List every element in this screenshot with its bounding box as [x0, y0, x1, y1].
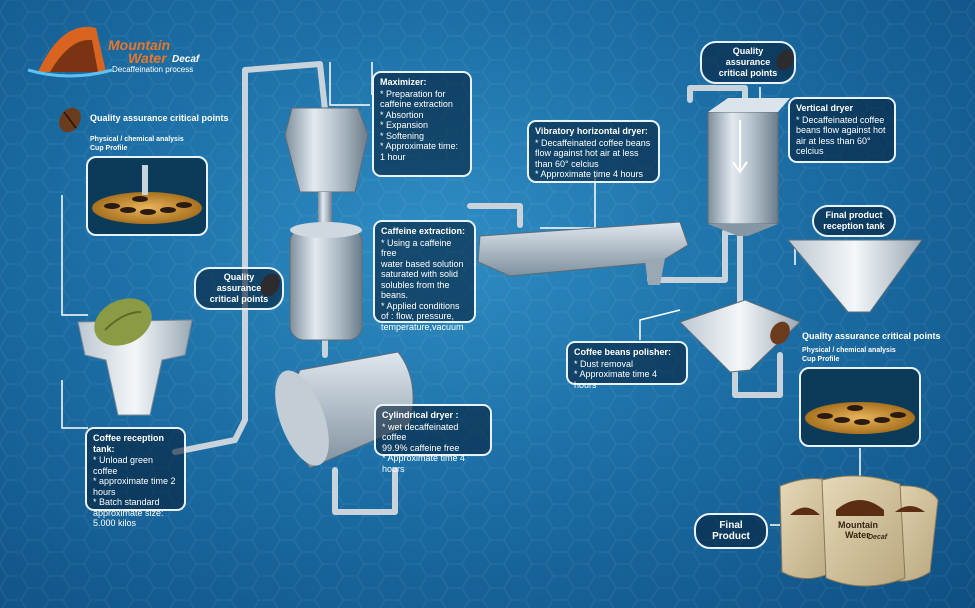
vertical-dryer-line: * Decaffeinated coffee: [796, 114, 885, 125]
reception-tank-line: 5.000 kilos: [93, 518, 137, 528]
bag-brand: Decaf: [868, 534, 888, 541]
caffeine-extraction-title: Caffeine extraction:: [381, 226, 466, 236]
maximizer-line: caffeine extraction: [380, 99, 453, 109]
vibratory-dryer-title: Vibratory horizontal dryer:: [535, 126, 648, 136]
qa-top-left-sub1: Physical / chemical analysis: [90, 136, 184, 143]
cylindrical-dryer-box: Cylindrical dryer : * wet decaffeinated …: [374, 404, 492, 474]
final-tank-line2: reception tank: [823, 221, 885, 231]
maximizer-vessel: [284, 107, 369, 226]
qa-right-title: Quality assurance critical points: [802, 331, 941, 341]
logo-brand: Decaf: [172, 54, 200, 65]
polisher-title: Coffee beans polisher:: [574, 347, 672, 357]
reception-tank-line: * Batch standard: [93, 497, 160, 507]
bag-line1: Mountain: [838, 520, 878, 530]
vibratory-dryer-vessel: [477, 221, 689, 285]
logo-emblem: [27, 26, 113, 78]
final-tank-line1: Final product: [825, 210, 883, 220]
polisher-line: * Approximate time 4 hours: [574, 369, 658, 390]
qa-right-sub2: Cup Profile: [802, 356, 840, 363]
qa-top-right-line2: critical points: [718, 68, 778, 78]
qa-right-sub1: Physical / chemical analysis: [802, 347, 896, 354]
bag-line2: Water: [845, 530, 870, 540]
qa-top-left-sub2: Cup Profile: [90, 145, 128, 152]
cup-profile-photo-left: [86, 156, 208, 236]
qa-top-right-line1: Quality assurance: [725, 46, 771, 67]
polisher-line: * Dust removal: [574, 358, 634, 369]
reception-tank-line: * approximate time 2: [93, 476, 176, 486]
maximizer-line: * Absortion: [380, 109, 424, 120]
cylindrical-dryer-line: * wet decaffeinated coffee: [382, 421, 459, 443]
extraction-vessel: [289, 222, 363, 341]
vertical-dryer-box: Vertical dryer * Decaffeinated coffee be…: [788, 97, 896, 163]
cylindrical-dryer-title: Cylindrical dryer :: [382, 410, 459, 420]
caffeine-extraction-line: solubles from the: [381, 279, 450, 290]
maximizer-line: * Softening: [380, 130, 425, 141]
maximizer-box: Maximizer: * Preparation for caffeine ex…: [372, 71, 472, 177]
maximizer-line: * Approximate time:: [380, 141, 459, 151]
vertical-dryer-line: celcius: [796, 146, 824, 156]
caffeine-extraction-box: Caffeine extraction: * Using a caffeine …: [373, 220, 476, 332]
logo-line1: Mountain: [108, 37, 171, 53]
vibratory-dryer-line: flow against hot air at less: [535, 148, 639, 158]
maximizer-line: * Preparation for: [380, 88, 446, 99]
caffeine-extraction-line: beans.: [381, 290, 409, 300]
polisher-box: Coffee beans polisher: * Dust removal * …: [566, 341, 688, 390]
cylindrical-dryer-line: * Approximate time 4 hours: [382, 453, 466, 474]
logo-line2: Water: [128, 50, 167, 66]
vertical-dryer-line: air at less than 60°: [796, 135, 871, 146]
vertical-dryer-vessel: [707, 98, 790, 236]
caffeine-extraction-line: * Applied conditions: [381, 300, 460, 311]
vertical-dryer-line: beans flow against hot: [796, 125, 886, 135]
qa-top-right-pill: Quality assurance critical points: [700, 41, 796, 84]
caffeine-extraction-line: * Using a caffeine free: [381, 237, 452, 259]
maximizer-line: * Expansion: [380, 120, 429, 130]
reception-tank-line: approximate size:: [93, 507, 164, 518]
final-product-pill: Final Product: [694, 513, 768, 549]
final-tank-pill: Final product reception tank: [812, 205, 896, 237]
vibratory-dryer-line: * Decaffeinated coffee beans: [535, 137, 651, 148]
reception-tank-line: * Unload green coffee: [93, 455, 154, 476]
qa-mid-line1: Quality assurance: [216, 272, 262, 293]
caffeine-extraction-line: temperature,vacuum: [381, 321, 464, 332]
caffeine-extraction-line: of : flow, pressure,: [381, 311, 455, 321]
caffeine-extraction-line: saturated with solid: [381, 269, 459, 279]
cylindrical-dryer-vessel: [275, 351, 414, 469]
polisher-vessel: [679, 299, 801, 373]
final-tank-vessel: [786, 239, 923, 313]
vertical-dryer-title: Vertical dryer: [796, 103, 854, 113]
qa-top-left-title: Quality assurance critical points: [90, 113, 229, 123]
qa-mid-pill: Quality assurance critical points: [194, 267, 284, 310]
reception-tank-title: Coffee reception tank:: [93, 433, 165, 454]
maximizer-title: Maximizer:: [380, 77, 427, 87]
cup-profile-photo-right: [799, 367, 921, 447]
qa-mid-line2: critical points: [209, 294, 269, 304]
reception-funnel: [77, 298, 193, 416]
caffeine-extraction-line: water based solution: [381, 258, 464, 269]
vibratory-dryer-box: Vibratory horizontal dryer: * Decaffeina…: [527, 120, 660, 183]
vibratory-dryer-line: * Approximate time 4 hours: [535, 169, 644, 179]
logo-subtitle: Decaffeination process: [112, 65, 194, 74]
coffee-bags: [779, 475, 939, 587]
maximizer-line: 1 hour: [380, 151, 406, 162]
cylindrical-dryer-line: 99.9% caffeine free: [382, 442, 460, 453]
reception-tank-line: hours: [93, 486, 116, 497]
vibratory-dryer-line: than 60° celcius: [535, 158, 599, 169]
reception-tank-box: Coffee reception tank: * Unload green co…: [85, 427, 186, 528]
